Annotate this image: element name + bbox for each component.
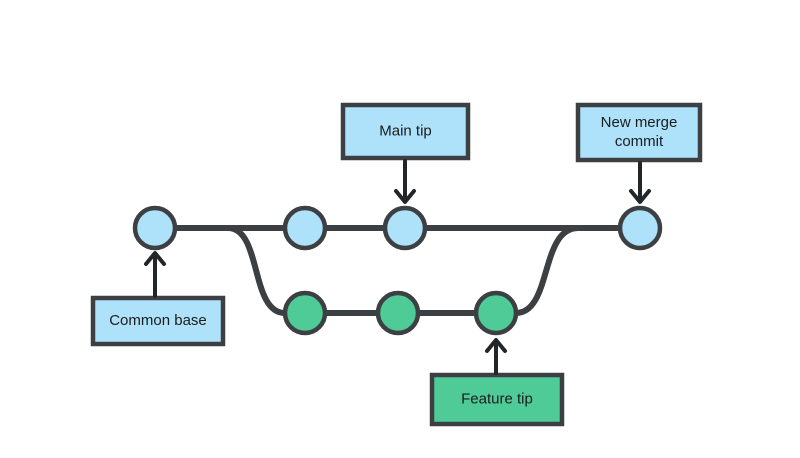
feature-commit-1[interactable]	[282, 290, 328, 336]
feature-tip-label-text: Feature tip	[461, 390, 533, 407]
main-tip-label-box[interactable]	[340, 102, 471, 161]
branch-connectors	[172, 225, 623, 316]
new-merge-commit-label-group: New merge commit	[575, 102, 703, 204]
branch-off-curve	[225, 225, 288, 316]
feature-tip-commit[interactable]	[473, 290, 519, 336]
feature-commit-2[interactable]	[375, 290, 421, 336]
main-tip-commit[interactable]	[382, 205, 428, 251]
main-branch-commits	[132, 205, 663, 251]
common-base-commit[interactable]	[132, 205, 178, 251]
new-merge-commit-label-box[interactable]	[575, 102, 703, 163]
feature-tip-label-box[interactable]	[429, 372, 565, 427]
common-base-label-text: Common base	[109, 312, 207, 329]
feature-branch-commits	[282, 290, 519, 336]
common-base-arrow-head	[144, 251, 166, 266]
merge-back-curve	[513, 225, 581, 316]
new-merge-commit-label-text: New merge	[601, 114, 678, 131]
merge-commit[interactable]	[617, 205, 663, 251]
main-commit-2[interactable]	[282, 205, 328, 251]
merge-commit-arrow-head	[629, 189, 651, 204]
main-tip-label-group: Main tip	[340, 102, 471, 204]
common-base-label-box[interactable]	[90, 295, 226, 347]
common-base-label-group: Common base	[90, 251, 226, 347]
feature-tip-arrow-head	[485, 338, 507, 353]
new-merge-commit-label-text: commit	[615, 133, 664, 150]
main-tip-label-text: Main tip	[379, 122, 432, 139]
main-tip-arrow-head	[394, 189, 416, 204]
callout-labels: Common base Main tip New merge commitFeatur…	[90, 102, 703, 427]
feature-tip-label-group: Feature tip	[429, 338, 565, 427]
